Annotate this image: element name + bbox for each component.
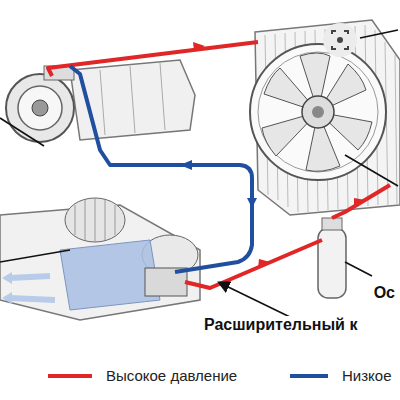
lens-icon — [323, 23, 357, 57]
condenser — [250, 20, 400, 215]
compressor — [6, 60, 195, 142]
high-pressure-line — [48, 42, 390, 288]
legend-swatch — [290, 374, 328, 378]
legend-swatch — [48, 374, 92, 378]
evaporator-blower — [0, 198, 200, 320]
receiver-drier — [318, 218, 346, 298]
low-pressure-line — [70, 66, 252, 272]
legend-text: Низкое — [342, 367, 392, 384]
leader-line — [0, 30, 398, 318]
part-label: Расширительный к — [202, 316, 359, 334]
legend-text: Высокое давление — [106, 367, 237, 384]
part-label: Ос — [372, 284, 397, 302]
